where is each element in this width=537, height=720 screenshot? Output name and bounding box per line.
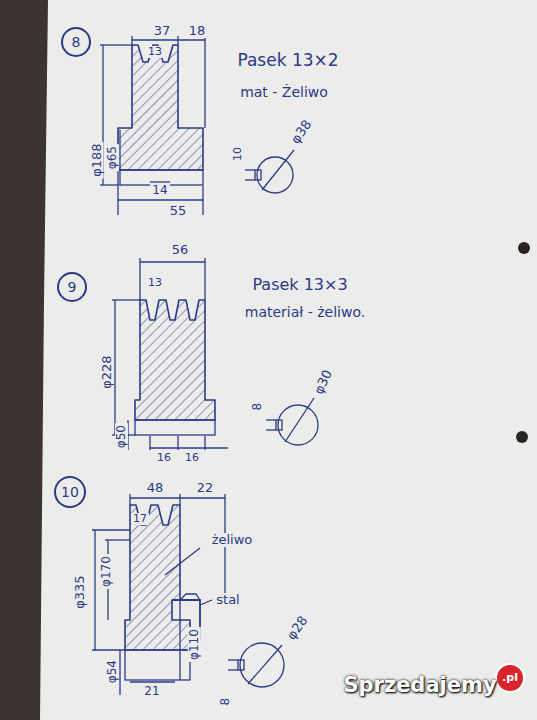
logo-badge: .pl [495, 663, 525, 693]
dimension-label: 8 [219, 696, 232, 708]
callout-number: 9 [68, 279, 77, 295]
dimension-label: 13 [146, 46, 164, 58]
callout-number: 8 [72, 34, 81, 50]
dimension-label: 55 [168, 204, 189, 218]
dimension-label: Pasek 13×3 [250, 276, 349, 294]
dimension-label: 18 [187, 24, 208, 38]
callout-circle: 8 [61, 27, 91, 57]
dimension-label: mat - Żeliwo [238, 85, 330, 100]
callout-circle: 10 [54, 476, 86, 508]
dimension-label: 10 [232, 145, 244, 163]
dimension-label: 21 [142, 685, 161, 698]
dimension-label: 14 [150, 184, 169, 197]
dimension-label: materiał - żeliwo. [243, 305, 367, 320]
dimension-label: φ50 [115, 423, 128, 450]
dimension-label: 48 [145, 481, 166, 495]
dimension-label: φ170 [99, 555, 112, 590]
dimension-label: Pasek 13×2 [235, 51, 340, 70]
callout-number: 10 [61, 484, 79, 500]
callout-circle: 9 [57, 272, 87, 302]
dimension-label: φ335 [73, 573, 87, 610]
dimension-label: φ110 [187, 628, 200, 663]
dimension-label: φ188 [90, 141, 104, 178]
dimension-label: φ228 [100, 353, 114, 390]
dimension-label: φ38 [288, 116, 316, 148]
dimension-label: 13 [146, 277, 164, 289]
dimension-label: żeliwo [210, 533, 255, 547]
dimension-label: φ65 [106, 144, 119, 171]
dimension-label: 16 [155, 452, 173, 464]
dimension-label: stal [214, 593, 241, 607]
dimension-label: φ28 [284, 612, 312, 644]
dimension-label: 37 [152, 24, 173, 38]
dimension-label: 56 [170, 243, 191, 257]
dimension-label: 22 [195, 481, 216, 495]
dimension-label: 8 [251, 401, 264, 413]
watermark: Sprzedajemy [341, 674, 498, 697]
dimension-label: φ30 [311, 366, 336, 398]
dimension-label: 16 [183, 452, 201, 464]
dimension-label: φ54 [106, 658, 119, 685]
dimension-label: 17 [131, 513, 149, 525]
logo-text: .pl [502, 671, 518, 684]
